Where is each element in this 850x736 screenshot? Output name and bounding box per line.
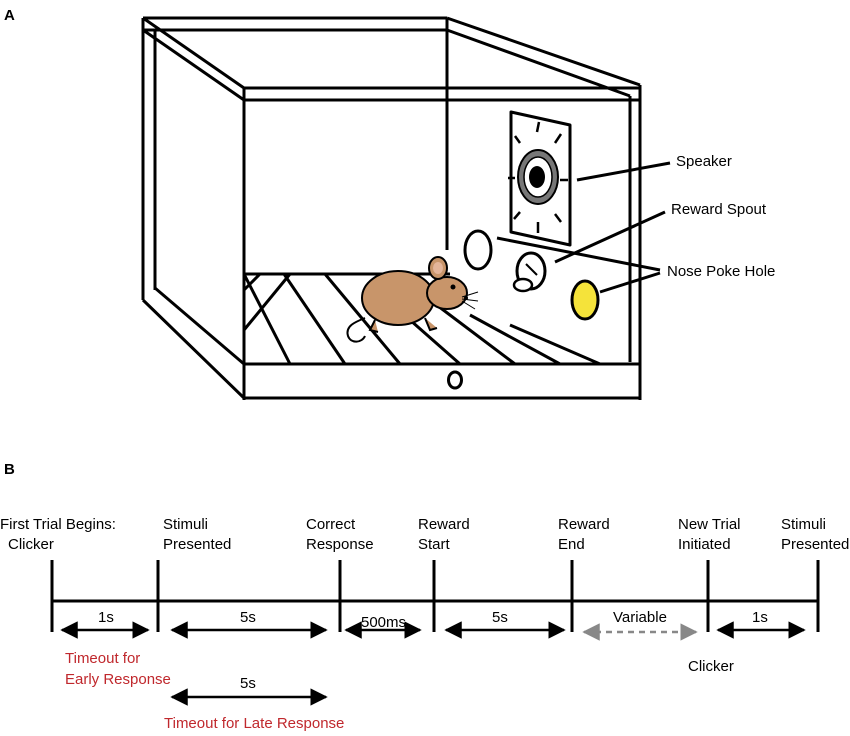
reward-spout-label: Reward Spout [671, 201, 767, 218]
event-label-stimuli-sub: Presented [163, 536, 231, 553]
callout-lines [496, 161, 671, 294]
nose-poke-hole-label: Nose Poke Hole [667, 263, 775, 280]
mouse-illustration [346, 256, 479, 343]
event-label-reward-end-sub: End [558, 536, 585, 553]
timeout-early-label: Timeout for [65, 650, 140, 667]
event-label-stimuli: Stimuli [163, 516, 208, 533]
event-label-reward-start-sub: Start [418, 536, 451, 553]
nose-poke-hole-left [463, 229, 493, 271]
event-label-first-trial-sub: Clicker [8, 536, 54, 553]
interval-arrows [60, 621, 806, 706]
event-label-reward-end: Reward [558, 516, 610, 533]
late-timeout-duration: 5s [240, 675, 256, 692]
panel-b-letter: B [4, 461, 15, 478]
event-ticks [50, 560, 820, 632]
event-label-correct: Correct [306, 516, 356, 533]
nose-poke-hole-right-lit [570, 279, 600, 321]
event-label-stimuli-2-sub: Presented [781, 536, 849, 553]
interval-label-3: 500ms [361, 614, 406, 631]
timeout-late-label: Timeout for Late Response [164, 715, 344, 732]
interval-label-variable: Variable [613, 609, 667, 626]
interval-label-1: 1s [98, 609, 114, 626]
reward-spout-icon [512, 251, 547, 293]
house-light-ring [447, 370, 463, 390]
event-label-reward-start: Reward [418, 516, 470, 533]
panel-a-letter: A [4, 7, 15, 24]
speaker-label: Speaker [676, 153, 732, 170]
event-label-first-trial: First Trial Begins: [0, 516, 116, 533]
event-label-correct-sub: Response [306, 536, 374, 553]
event-label-stimuli-2: Stimuli [781, 516, 826, 533]
event-label-new-trial-sub: Initiated [678, 536, 731, 553]
timeline [50, 560, 820, 632]
event-label-new-trial: New Trial [678, 516, 741, 533]
interval-label-6: 1s [752, 609, 768, 626]
interval-label-2: 5s [240, 609, 256, 626]
timeout-early-label-sub: Early Response [65, 671, 171, 688]
speaker-icon [508, 110, 572, 247]
clicker-label: Clicker [688, 658, 734, 675]
interval-label-4: 5s [492, 609, 508, 626]
